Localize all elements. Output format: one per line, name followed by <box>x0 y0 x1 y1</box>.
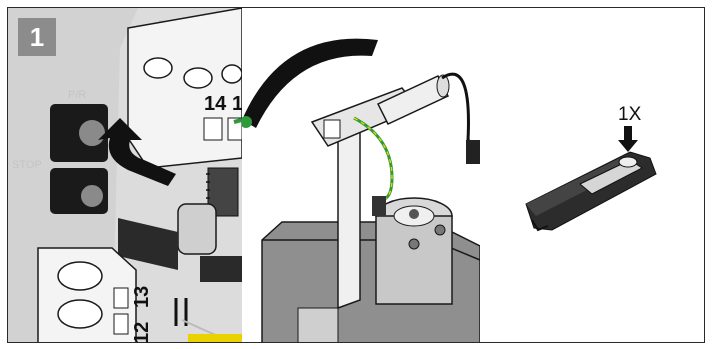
remote-illustration: 1X <box>480 8 705 342</box>
panel-motor-housing <box>242 8 480 342</box>
press-count-label: 1X <box>618 104 642 125</box>
step-number-badge: 1 <box>18 18 56 56</box>
terminal-block-top <box>128 8 242 168</box>
terminal-block-bottom <box>38 248 136 342</box>
panel-remote: 1X <box>480 8 705 342</box>
press-down-arrow-icon <box>618 126 638 152</box>
remote-button <box>619 157 637 167</box>
terminal-label-12: 12 <box>131 322 153 342</box>
stop-button <box>50 168 108 214</box>
svg-text:P/R: P/R <box>68 89 86 101</box>
instruction-figure: P/R STOP F​C F P 1 <box>7 7 705 343</box>
learn-button <box>50 104 108 162</box>
panel-control-board: P/R STOP F​C F P 1 <box>8 8 242 342</box>
remote-control <box>526 152 656 230</box>
control-board-illustration: P/R STOP F​C F P 1 <box>8 8 242 342</box>
terminal-label-15: 15 <box>232 93 242 115</box>
svg-text:STOP: STOP <box>12 159 42 171</box>
terminal-label-13: 13 <box>131 286 153 308</box>
terminal-label-14: 14 <box>204 93 227 115</box>
motor-housing-illustration <box>242 8 480 342</box>
